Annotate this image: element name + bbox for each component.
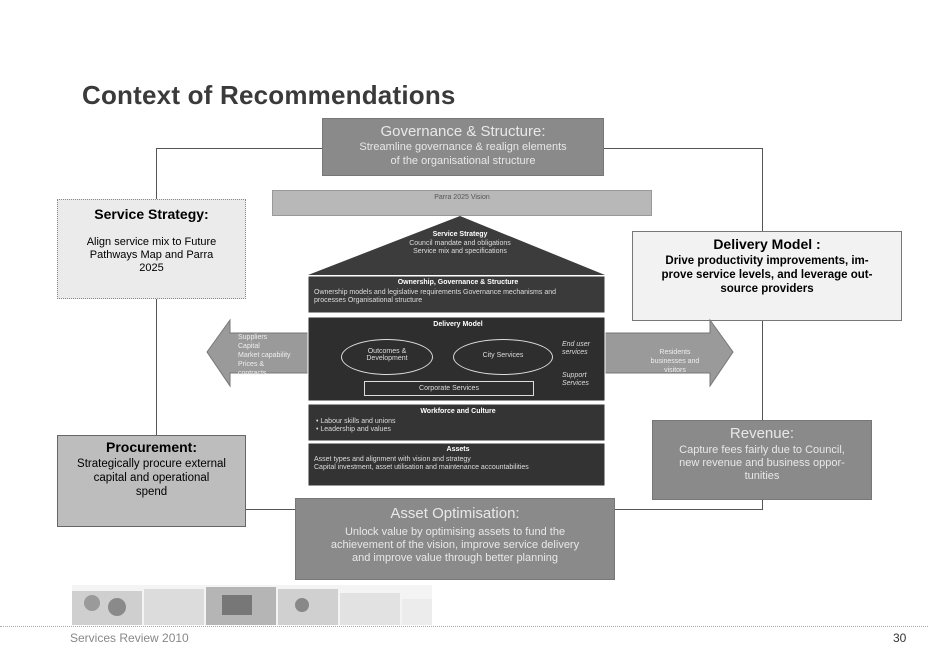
frame-line-left-upper: [156, 148, 157, 200]
frame-line-bottom-left: [244, 509, 296, 510]
left-arrow-line-4: Market capability: [238, 352, 291, 359]
procurement-text-2: capital and operational: [93, 472, 210, 484]
corporate-services-box: Corporate Services: [364, 381, 534, 396]
left-arrow-line-6: contracts: [238, 370, 267, 377]
left-arrow-line-3: Capital: [238, 343, 260, 350]
footer-divider: [0, 626, 928, 628]
delivery-model-title: Delivery Model :: [713, 236, 821, 252]
house-roof: [308, 216, 605, 275]
right-arrow-line-1: Residents: [659, 349, 691, 356]
end-user-line-1: End user: [562, 341, 591, 348]
asset-optimisation-text-3: and improve value through better plannin…: [351, 552, 559, 564]
end-user-line-2: services: [562, 349, 588, 356]
vision-banner: Parra 2025 Vision: [272, 190, 652, 216]
ownership-line-1: Ownership models and legislative require…: [314, 289, 557, 296]
workforce-line-1: • Labour skills and unions: [316, 418, 396, 425]
roof-title: Service Strategy: [432, 231, 488, 238]
revenue-text-2: new revenue and business oppor-: [679, 457, 845, 469]
frame-line-top-left: [156, 148, 323, 149]
governance-title: Governance & Structure:: [380, 123, 546, 140]
workforce-title: Workforce and Culture: [420, 408, 496, 415]
outcomes-ellipse: Outcomes & Development: [341, 339, 433, 375]
photo-strip-image: [72, 585, 432, 625]
delivery-model-text-1: Drive productivity improvements, im-: [665, 255, 869, 267]
frame-line-left-lower: [156, 297, 157, 436]
governance-text-1: Streamline governance & realign elements: [359, 141, 567, 153]
revenue-title: Revenue:: [729, 425, 795, 442]
left-arrow-line-1: Suppliers: [238, 334, 268, 341]
assets-line-2: Capital investment, asset utilisation an…: [314, 464, 529, 471]
revenue-box: Revenue: Capture fees fairly due to Coun…: [652, 420, 872, 500]
procurement-text-1: Strategically procure external: [77, 458, 226, 470]
workforce-band: [307, 403, 606, 442]
service-strategy-text-3: 2025: [139, 262, 164, 274]
right-arrow-line-3: visitors: [664, 367, 686, 374]
assets-band: [307, 442, 606, 487]
procurement-title: Procurement:: [105, 439, 198, 455]
page-title: Context of Recommendations: [82, 80, 456, 110]
page-number: 30: [893, 631, 907, 645]
outcomes-line-1: Outcomes &: [367, 348, 407, 355]
asset-optimisation-text-1: Unlock value by optimising assets to fun…: [344, 526, 566, 538]
asset-optimisation-box: Asset Optimisation: Unlock value by opti…: [295, 498, 615, 580]
ownership-line-2: processes Organisational structure: [314, 297, 423, 304]
frame-line-right-lower: [762, 319, 763, 421]
delivery-title: Delivery Model: [433, 321, 483, 328]
service-strategy-text-1: Align service mix to Future: [86, 236, 217, 248]
governance-text-2: of the organisational structure: [390, 155, 536, 167]
asset-optimisation-title: Asset Optimisation:: [390, 505, 520, 522]
frame-line-right-upper: [762, 148, 763, 232]
support-line-1: Support: [562, 372, 587, 379]
roof-line-1: Council mandate and obligations: [409, 240, 511, 247]
service-strategy-title: Service Strategy:: [94, 206, 209, 222]
assets-title: Assets: [446, 446, 470, 453]
roof-line-2: Service mix and specifications: [413, 248, 507, 255]
support-line-2: Services: [562, 380, 589, 387]
frame-line-bottom-right: [612, 509, 763, 510]
frame-line-top-right: [602, 148, 762, 149]
revenue-text-1: Capture fees fairly due to Council,: [679, 444, 845, 456]
revenue-text-3: tunities: [744, 470, 780, 482]
resident-arrow: [604, 318, 734, 388]
asset-optimisation-text-2: achievement of the vision, improve servi…: [330, 539, 580, 551]
procurement-box: Procurement: Strategically procure exter…: [57, 435, 246, 527]
service-strategy-text-2: Pathways Map and Parra: [89, 249, 214, 261]
assets-line-1: Asset types and alignment with vision an…: [314, 456, 471, 463]
footer-title: Services Review 2010: [70, 631, 189, 645]
right-arrow-line-2: businesses and: [650, 358, 700, 365]
delivery-model-text-2: prove service levels, and leverage out-: [661, 269, 873, 281]
city-services-ellipse: City Services: [453, 339, 553, 375]
left-arrow-line-5: Prices &: [238, 361, 265, 368]
outcomes-line-2: Development: [366, 355, 408, 362]
ownership-title: Ownership, Governance & Structure: [397, 279, 519, 286]
governance-structure-box: Governance & Structure: Streamline gover…: [322, 118, 604, 176]
delivery-model-box: Delivery Model : Drive productivity impr…: [632, 231, 902, 321]
workforce-line-2: • Leadership and values: [316, 426, 391, 433]
service-strategy-box: Service Strategy: Align service mix to F…: [57, 199, 246, 299]
procurement-text-3: spend: [135, 486, 168, 498]
delivery-model-text-3: source providers: [720, 283, 814, 295]
frame-line-right-bottom: [762, 498, 763, 510]
ownership-band: [307, 275, 606, 314]
city-services-label: City Services: [482, 352, 524, 359]
